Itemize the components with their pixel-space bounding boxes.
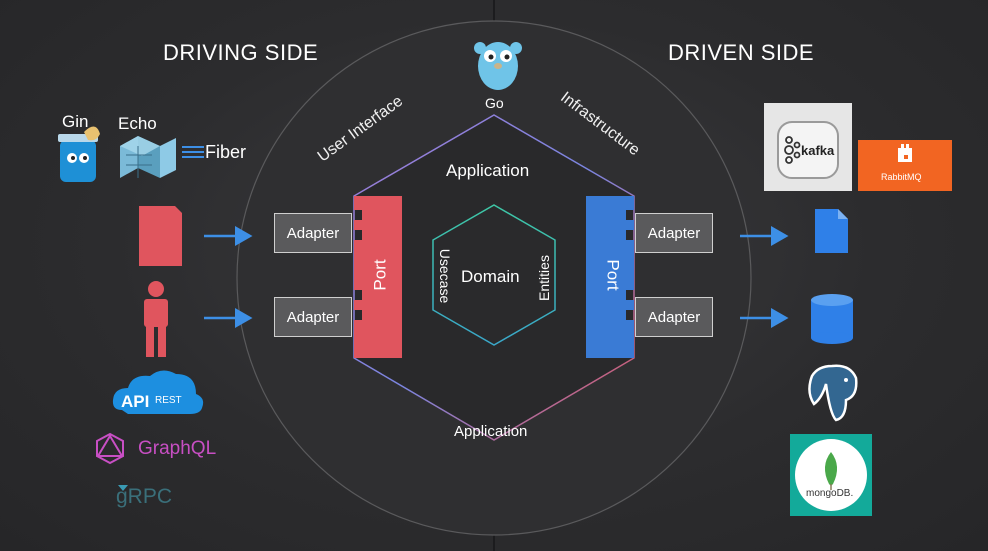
kafka-icon <box>784 136 801 164</box>
right-port <box>586 196 634 358</box>
database-icon <box>811 294 853 344</box>
adapter-driving-top: Adapter <box>274 213 352 253</box>
driving-side-title: DRIVING SIDE <box>163 40 319 65</box>
mongodb-label: mongoDB. <box>806 488 854 499</box>
echo-label: Echo <box>118 114 157 133</box>
right-port-label: Port <box>603 259 623 291</box>
driven-side-title: DRIVEN SIDE <box>668 40 815 65</box>
document-icon <box>139 206 182 266</box>
graphql-label: GraphQL <box>138 438 217 459</box>
mongodb-icon <box>824 452 838 490</box>
adapter-driven-top: Adapter <box>635 213 713 253</box>
person-icon <box>144 281 168 357</box>
rabbitmq-tile <box>858 140 952 191</box>
usecase-label: Usecase <box>437 248 454 304</box>
api-label: API <box>121 392 150 411</box>
rest-label: REST <box>155 395 182 406</box>
adapter-driving-bottom: Adapter <box>274 297 352 337</box>
gopher-icon <box>474 42 522 90</box>
fiber-icon <box>182 146 204 158</box>
rabbitmq-label: RabbitMQ <box>881 172 922 182</box>
grpc-label: gRPC <box>116 485 173 508</box>
application-bottom-label: Application <box>454 423 528 440</box>
entities-label: Entities <box>535 255 552 301</box>
domain-hexagon <box>432 204 556 346</box>
adapter-driven-bottom: Adapter <box>635 297 713 337</box>
application-title: Application <box>446 161 530 180</box>
left-port <box>354 196 402 358</box>
api-cloud-icon <box>112 370 204 414</box>
fiber-label: Fiber <box>205 142 247 162</box>
left-port-label: Port <box>370 259 390 291</box>
domain-label: Domain <box>461 267 520 286</box>
kafka-label: kafka <box>801 143 835 158</box>
gin-icon <box>58 126 100 182</box>
postgres-icon <box>808 364 858 422</box>
grpc-icon <box>118 485 128 491</box>
rabbitmq-icon <box>898 144 912 162</box>
echo-icon <box>120 136 176 178</box>
graphql-icon <box>96 432 124 465</box>
file-icon <box>815 209 848 253</box>
go-label: Go <box>485 95 504 111</box>
gin-label: Gin <box>62 112 89 131</box>
